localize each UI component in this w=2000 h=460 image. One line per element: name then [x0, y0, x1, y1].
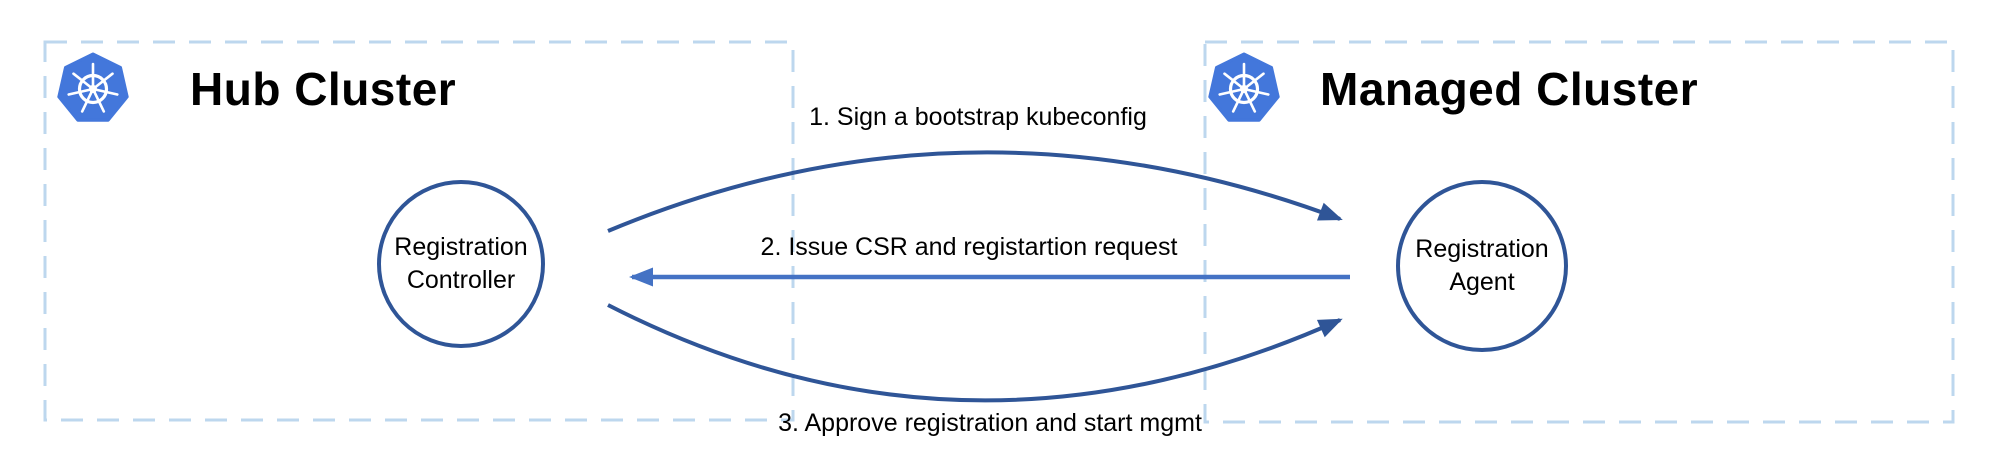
managed-cluster-title: Managed Cluster: [1320, 63, 1699, 115]
arrow-approve-registration: [607, 303, 1343, 403]
registration-agent-label-line2: Agent: [1449, 268, 1515, 296]
kubernetes-icon: [57, 52, 129, 122]
registration-controller-node: Registration Controller: [377, 180, 545, 348]
hub-cluster-title: Hub Cluster: [190, 63, 457, 115]
arrow-sign-bootstrap-kubeconfig: [607, 150, 1343, 233]
hub-cluster-box: [43, 40, 795, 422]
registration-controller-label-line1: Registration: [394, 233, 528, 261]
arrow-label-sign-bootstrap-kubeconfig: 1. Sign a bootstrap kubeconfig: [809, 103, 1147, 131]
registration-agent-label-line1: Registration: [1415, 235, 1549, 263]
arrow-label-approve-registration: 3. Approve registration and start mgmt: [778, 409, 1202, 437]
registration-agent-node: Registration Agent: [1396, 180, 1568, 352]
arrow-label-issue-csr-request: 2. Issue CSR and registartion request: [760, 233, 1178, 261]
registration-controller-label-line2: Controller: [406, 266, 516, 294]
managed-cluster-box: [1203, 40, 1955, 424]
kubernetes-icon: [1208, 52, 1280, 122]
